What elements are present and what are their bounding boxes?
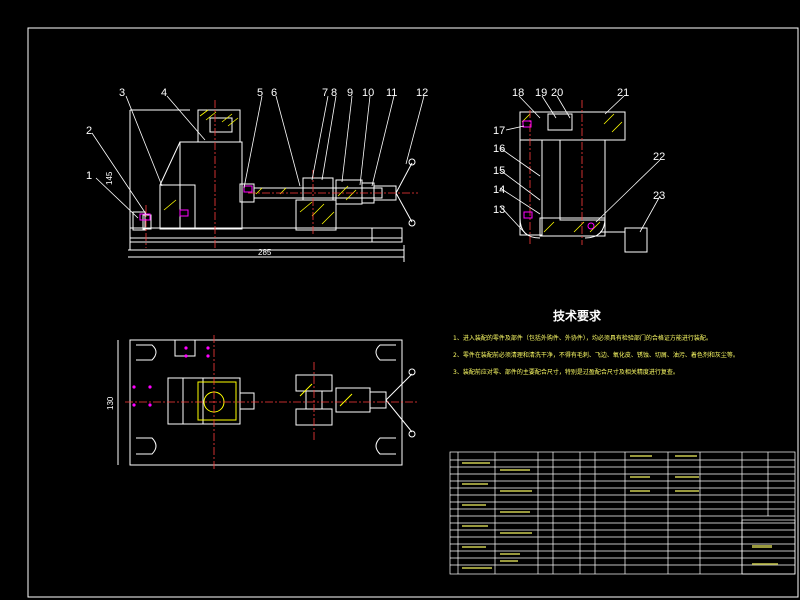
callout-14: 14: [493, 184, 505, 196]
callout-16: 16: [493, 143, 505, 155]
callout-23: 23: [653, 190, 665, 202]
side-view-hatch: [521, 113, 623, 233]
side-callouts: 13 14 15 16 17 18 19 20 21 22 23: [493, 87, 665, 216]
technical-notes: 技术要求 1、进入装配的零件及部件（包括外购件、外协件），均必须具有检验部门的合…: [453, 308, 739, 376]
callout-18: 18: [512, 87, 524, 99]
note-1: 1、进入装配的零件及部件（包括外购件、外协件），均必须具有检验部门的合格证方能进…: [453, 334, 712, 342]
callout-7: 7: [322, 87, 328, 99]
callout-10: 10: [362, 87, 374, 99]
callout-12: 12: [416, 87, 428, 99]
callout-22: 22: [653, 151, 665, 163]
callout-17: 17: [493, 125, 505, 137]
callout-15: 15: [493, 165, 505, 177]
dim-front-length: 285: [258, 248, 272, 257]
callout-6: 6: [271, 87, 277, 99]
top-view: [117, 339, 416, 466]
notes-title: 技术要求: [553, 308, 602, 323]
callout-21: 21: [617, 87, 629, 99]
top-view-holes: [132, 346, 210, 407]
callout-3: 3: [119, 87, 125, 99]
top-view-yellow: [197, 381, 353, 421]
note-2: 2、零件在装配前必须清理和清洗干净，不得有毛刺、飞边、氧化皮、锈蚀、切屑、油污、…: [453, 351, 739, 359]
callout-1: 1: [86, 170, 92, 182]
side-view-centerlines: [529, 100, 583, 245]
side-view: [519, 111, 648, 253]
callout-9: 9: [347, 87, 353, 99]
callout-2: 2: [86, 125, 92, 137]
title-block-fill: [462, 455, 778, 569]
callout-19: 19: [535, 87, 547, 99]
callout-8: 8: [331, 87, 337, 99]
note-3: 3、装配前应对零、部件的主要配合尺寸，特别是过盈配合尺寸及相关精度进行复查。: [453, 368, 679, 376]
title-block: [449, 451, 796, 575]
callout-20: 20: [551, 87, 563, 99]
dim-front-height: 145: [105, 171, 114, 185]
front-callouts: 1 2 3 4 5 6 7 8 9 10 11 12: [86, 87, 428, 182]
callout-5: 5: [257, 87, 263, 99]
front-view: [128, 109, 416, 262]
front-view-holes: [139, 185, 253, 221]
dim-top-width: 130: [106, 396, 115, 410]
leader-lines: [91, 95, 661, 233]
callout-11: 11: [386, 87, 397, 99]
front-view-hatch: [163, 109, 357, 225]
drawing-border: [27, 27, 799, 598]
top-view-centerlines: [125, 335, 418, 470]
front-view-centerlines: [145, 100, 418, 248]
callout-4: 4: [161, 87, 167, 99]
callout-13: 13: [493, 204, 505, 216]
side-view-holes: [522, 120, 595, 230]
